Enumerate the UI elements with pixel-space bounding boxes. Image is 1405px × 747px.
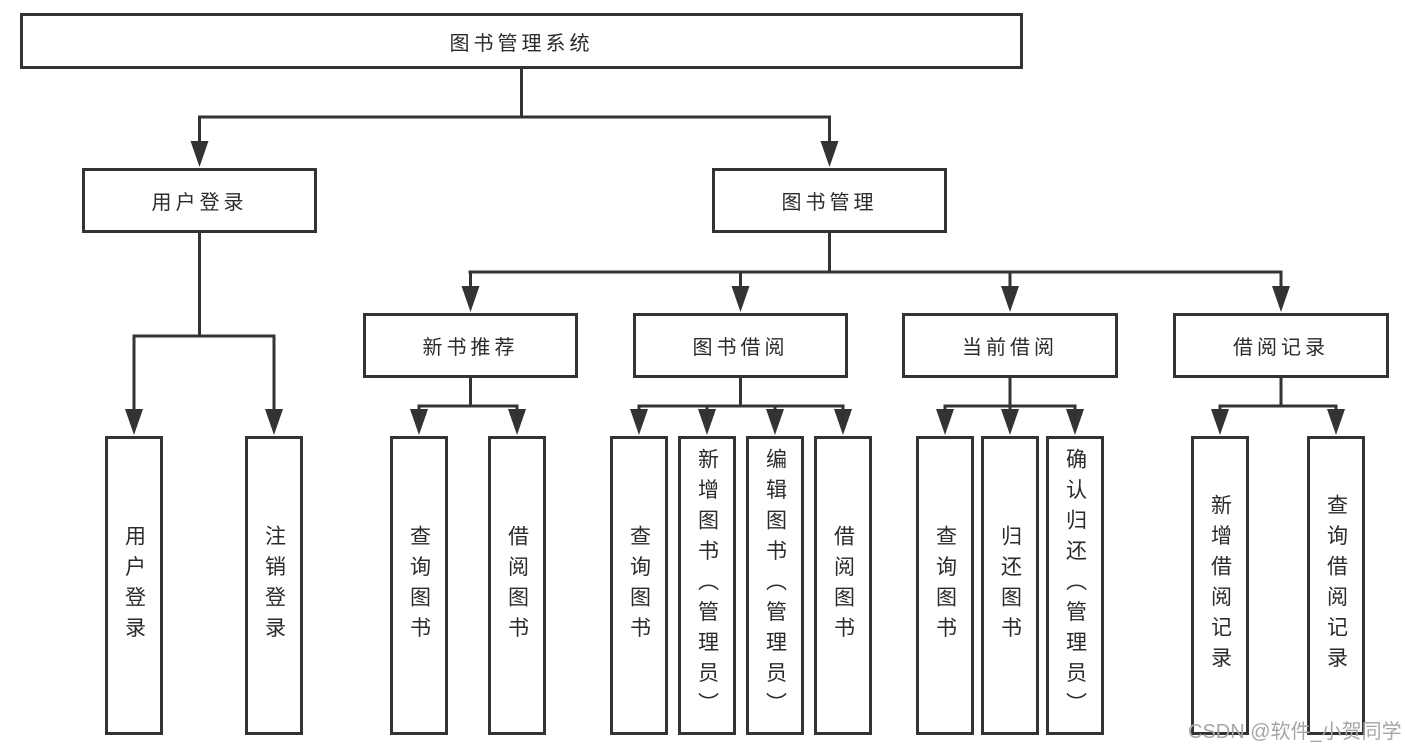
- node-current-borrow: 当前借阅: [902, 313, 1118, 378]
- node-leaf-add-borrow-record: 新增借阅记录: [1191, 436, 1249, 735]
- node-leaf-add-book-admin: 新增图书（管理员）: [678, 436, 736, 735]
- node-leaf-borrow-books-1-label: 借阅图书: [505, 524, 529, 647]
- node-leaf-user-login-label: 用户登录: [122, 524, 146, 647]
- node-leaf-borrow-books-2: 借阅图书: [814, 436, 872, 735]
- node-leaf-user-login: 用户登录: [105, 436, 163, 735]
- node-book-management: 图书管理: [712, 168, 947, 233]
- node-leaf-edit-book-admin-label: 编辑图书（管理员）: [763, 448, 787, 723]
- node-new-book-recommend-label: 新书推荐: [422, 337, 519, 359]
- node-new-book-recommend: 新书推荐: [363, 313, 578, 378]
- node-leaf-return-books-label: 归还图书: [998, 524, 1022, 647]
- node-leaf-query-books-3: 查询图书: [916, 436, 974, 735]
- node-leaf-borrow-books-2-label: 借阅图书: [831, 524, 855, 647]
- node-book-borrow: 图书借阅: [633, 313, 848, 378]
- node-leaf-add-borrow-record-label: 新增借阅记录: [1208, 494, 1232, 677]
- node-user-login: 用户登录: [82, 168, 317, 233]
- node-leaf-confirm-return-admin: 确认归还（管理员）: [1046, 436, 1104, 735]
- node-leaf-query-books-2: 查询图书: [610, 436, 668, 735]
- node-borrow-records-label: 借阅记录: [1233, 337, 1329, 359]
- node-leaf-query-books-3-label: 查询图书: [933, 524, 957, 647]
- node-leaf-confirm-return-admin-label: 确认归还（管理员）: [1063, 448, 1087, 723]
- node-leaf-query-borrow-record: 查询借阅记录: [1307, 436, 1365, 735]
- node-borrow-records: 借阅记录: [1173, 313, 1389, 378]
- node-leaf-return-books: 归还图书: [981, 436, 1039, 735]
- node-current-borrow-label: 当前借阅: [962, 337, 1058, 359]
- node-leaf-logout-label: 注销登录: [262, 524, 286, 647]
- node-leaf-edit-book-admin: 编辑图书（管理员）: [746, 436, 804, 735]
- node-book-management-label: 图书管理: [781, 192, 878, 214]
- node-leaf-query-books-1-label: 查询图书: [407, 524, 431, 647]
- node-leaf-add-book-admin-label: 新增图书（管理员）: [695, 448, 719, 723]
- node-root-label: 图书管理系统: [449, 32, 594, 55]
- node-book-borrow-label: 图书借阅: [692, 337, 789, 359]
- node-leaf-logout: 注销登录: [245, 436, 303, 735]
- node-leaf-query-borrow-record-label: 查询借阅记录: [1324, 494, 1348, 677]
- watermark: CSDN @软件_小贺同学: [1188, 721, 1402, 743]
- node-leaf-query-books-2-label: 查询图书: [627, 524, 651, 647]
- node-leaf-query-books-1: 查询图书: [390, 436, 448, 735]
- node-user-login-label: 用户登录: [151, 192, 248, 214]
- node-leaf-borrow-books-1: 借阅图书: [488, 436, 546, 735]
- node-root: 图书管理系统: [20, 13, 1023, 69]
